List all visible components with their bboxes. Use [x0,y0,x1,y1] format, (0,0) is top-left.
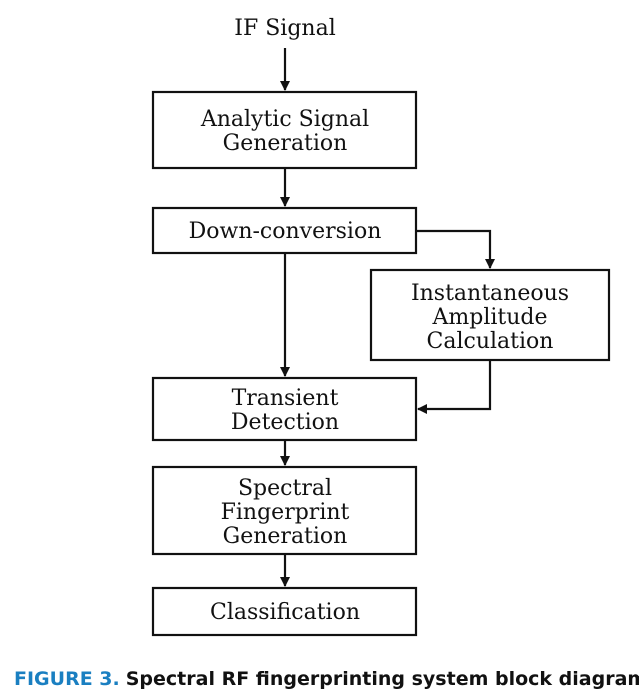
node-line: Classification [210,600,360,625]
node-down-conversion: Down-conversion [151,206,418,255]
node-spectral-fingerprint-generation: Spectral Fingerprint Generation [151,465,418,556]
figure-label: FIGURE 3. [14,668,120,690]
node-classification: Classification [151,586,418,637]
node-line: Fingerprint [221,500,350,525]
edge-amplitude-transient [417,360,492,414]
node-line: Transient [232,386,339,411]
node-instantaneous-amplitude-calculation: Instantaneous Amplitude Calculation [369,268,611,362]
node-line: Down-conversion [189,219,382,244]
node-line: Amplitude [431,305,547,330]
block-diagram: IF Signal Analytic Signal Generation Dow… [151,16,611,637]
node-line: Spectral [238,476,332,501]
node-line: Analytic Signal [200,107,369,132]
caption-text: Spectral RF fingerprinting system block … [125,668,639,690]
node-line: Generation [223,524,348,549]
input-label: IF Signal [234,16,335,41]
node-line: Calculation [427,329,554,354]
node-line: Detection [231,410,339,435]
node-line: Generation [223,131,348,156]
node-transient-detection: Transient Detection [151,376,418,442]
figure-caption: FIGURE 3.Spectral RF fingerprinting syst… [14,668,639,690]
node-line: Instantaneous [411,281,569,306]
edge-downconv-amplitude [416,229,495,269]
node-analytic-signal-generation: Analytic Signal Generation [151,90,418,170]
